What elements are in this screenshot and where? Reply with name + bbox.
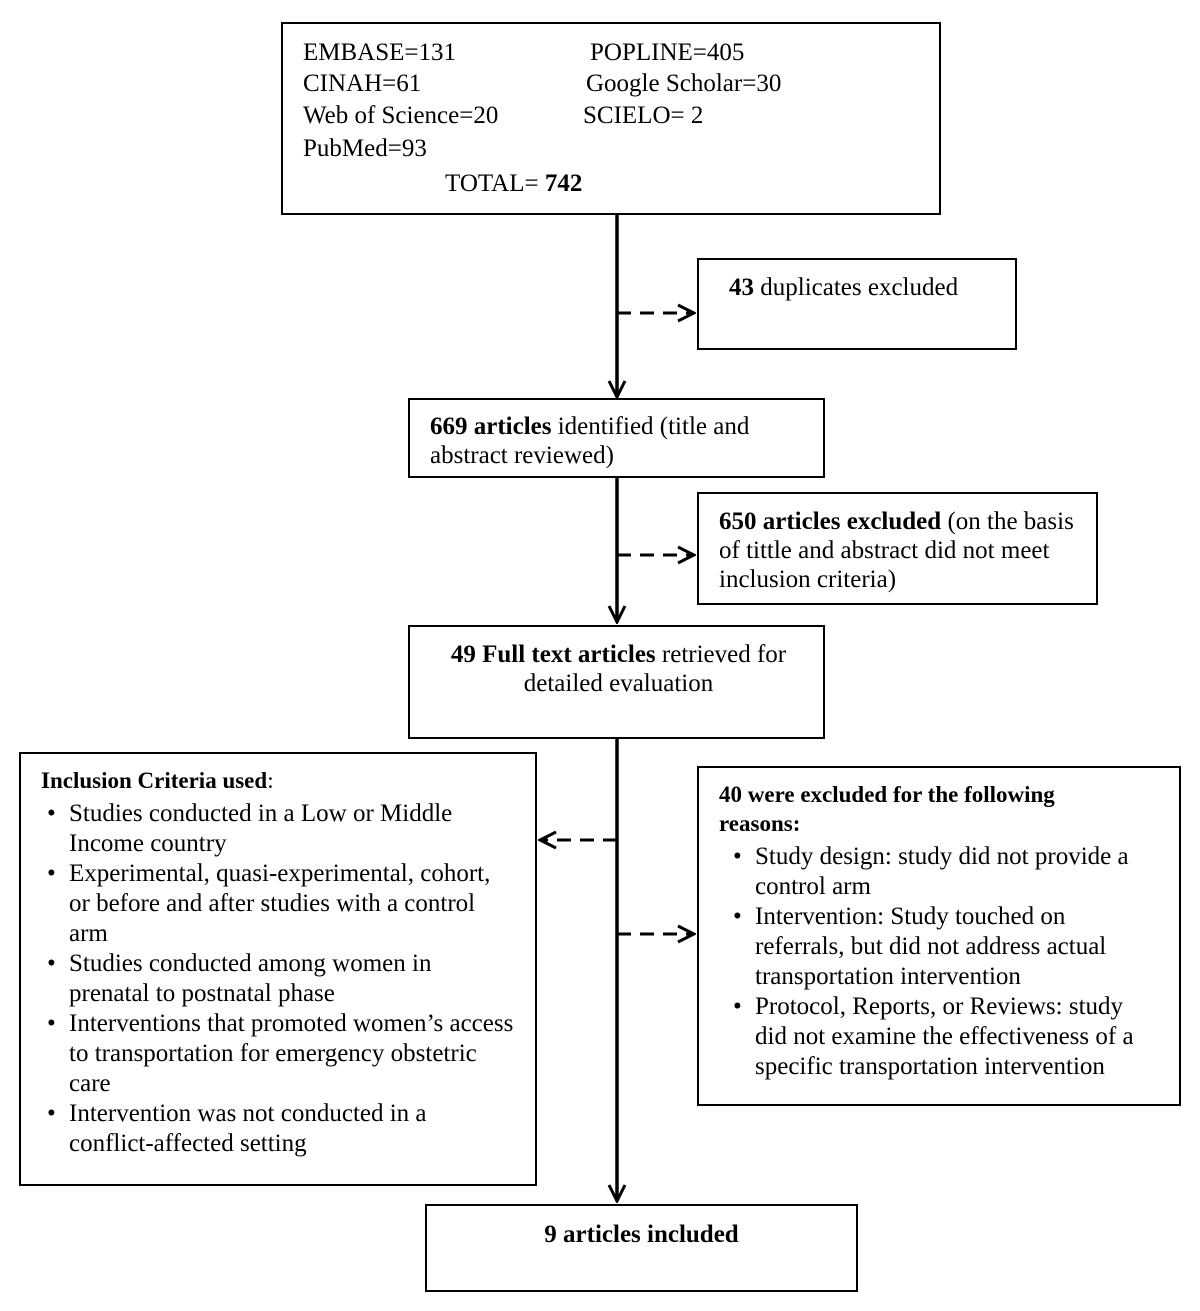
bullet-icon: • [47, 1100, 56, 1127]
duplicates-text: 43 duplicates excluded [729, 273, 958, 302]
inclusion-item-text: Studies conducted among women in prenata… [69, 950, 432, 1007]
list-item: • Interventions that promoted women’s acc… [21, 1009, 516, 1099]
bullet-icon: • [47, 860, 56, 887]
identified-text: 669 articles identified (title and abstr… [430, 412, 810, 472]
bullet-icon: • [47, 1010, 56, 1037]
fulltext-label: retrieved for detailed evaluation [523, 641, 787, 697]
inclusion-heading-colon: : [267, 768, 274, 793]
inclusion-item-text: Interventions that promoted women’s acce… [69, 1010, 514, 1097]
fulltext-box: 49 Full text articles retrieved for deta… [408, 625, 825, 739]
source-embase: EMBASE=131 [303, 39, 457, 66]
duplicates-count: 43 [729, 274, 754, 301]
sources-total: TOTAL= 742 [445, 169, 582, 198]
included-text: 9 articles included [544, 1221, 739, 1248]
inclusion-heading: Inclusion Criteria used: [41, 766, 274, 795]
identified-box: 669 articles identified (title and abstr… [408, 398, 825, 478]
included-box: 9 articles included [425, 1204, 858, 1292]
exclusion-item-text: Study design: study did not provide a co… [755, 843, 1129, 900]
inclusion-list: • Studies conducted in a Low or Middle In… [21, 799, 516, 1159]
inclusion-item-text: Experimental, quasi-experimental, cohort… [69, 860, 491, 947]
list-item: • Experimental, quasi-experimental, cohor… [21, 859, 516, 949]
source-web-of-science: Web of Science=20 [303, 102, 499, 129]
bullet-icon: • [733, 993, 742, 1020]
bullet-icon: • [47, 800, 56, 827]
bullet-icon: • [733, 843, 742, 870]
inclusion-criteria-box: Inclusion Criteria used: • Studies conduc… [19, 752, 537, 1186]
excluded-title-text: 650 articles excluded (on the basis of t… [719, 507, 1084, 594]
source-cinah: CINAH=61 [303, 70, 422, 97]
list-item: • Intervention was not conducted in a con… [21, 1099, 516, 1159]
exclusion-item-text: Protocol, Reports, or Reviews: study did… [755, 993, 1134, 1080]
source-scielo: SCIELO= 2 [583, 102, 704, 129]
inclusion-heading-bold: Inclusion Criteria used [41, 768, 268, 793]
sources-box: EMBASE=131 POPLINE=405 CINAH=61 Google S… [281, 22, 941, 215]
total-value: 742 [544, 170, 583, 197]
duplicates-label: duplicates excluded [754, 274, 959, 301]
total-label: TOTAL= [445, 170, 545, 197]
identified-label: identified (title and abstract reviewed) [430, 413, 750, 469]
source-pubmed: PubMed=93 [303, 135, 427, 162]
exclusion-reasons-box: 40 were excluded for the following reaso… [697, 766, 1181, 1106]
list-item: • Studies conducted among women in prenat… [21, 949, 516, 1009]
fulltext-text: 49 Full text articles retrieved for deta… [430, 640, 807, 698]
fulltext-count: 49 Full text articles [450, 641, 656, 668]
exclusion-heading: 40 were excluded for the following reaso… [719, 782, 1055, 836]
exclusion-item-text: Intervention: Study touched on referrals… [755, 903, 1107, 990]
list-item: • Protocol, Reports, or Reviews: study di… [707, 992, 1157, 1082]
excluded-title-count: 650 articles excluded [719, 508, 942, 535]
source-google-scholar: Google Scholar=30 [586, 70, 782, 97]
inclusion-item-text: Studies conducted in a Low or Middle Inc… [69, 800, 453, 857]
bullet-icon: • [47, 950, 56, 977]
inclusion-item-text: Intervention was not conducted in a conf… [69, 1100, 427, 1157]
bullet-icon: • [733, 903, 742, 930]
excluded-title-label: (on the basis of tittle and abstract did… [719, 508, 1074, 593]
identified-count: 669 articles [430, 413, 552, 440]
exclusion-list: • Study design: study did not provide a c… [707, 842, 1157, 1082]
source-popline: POPLINE=405 [590, 39, 745, 66]
excluded-title-box: 650 articles excluded (on the basis of t… [697, 492, 1098, 605]
list-item: • Study design: study did not provide a c… [707, 842, 1157, 902]
duplicates-box: 43 duplicates excluded [697, 258, 1017, 350]
list-item: • Studies conducted in a Low or Middle In… [21, 799, 516, 859]
list-item: • Intervention: Study touched on referral… [707, 902, 1157, 992]
